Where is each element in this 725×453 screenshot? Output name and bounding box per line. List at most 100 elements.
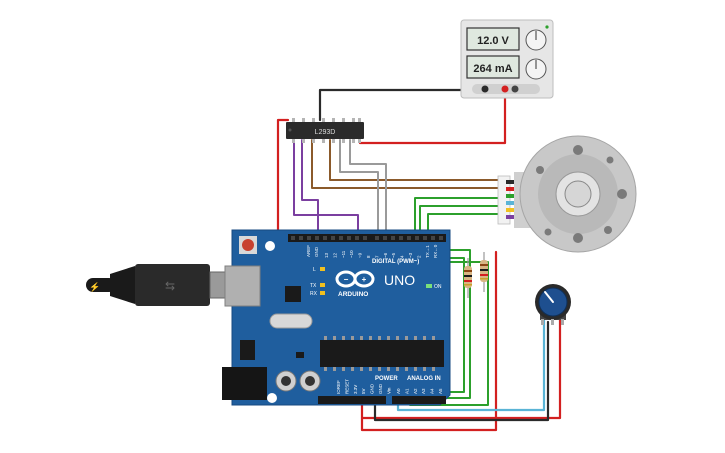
motor-shaft: [564, 180, 592, 208]
digital-pin-label: TX→1: [425, 245, 430, 258]
power-pin-label: GND: [370, 383, 375, 394]
terminal-positive[interactable]: [501, 85, 509, 93]
wire-supply-gnd[interactable]: [318, 88, 487, 122]
mount-hole-3: [573, 233, 583, 243]
current-display-box: [466, 55, 520, 79]
led-tx-label: TX: [310, 283, 317, 289]
digital-pin-label: ~10: [349, 250, 354, 258]
svg-text:+: +: [362, 275, 367, 284]
usb-icon: ⇆: [165, 279, 175, 293]
power-pin-label: RESET: [344, 379, 349, 394]
wire-green-b[interactable]: [419, 205, 501, 237]
wire-gray-a[interactable]: [339, 139, 379, 237]
wire-brown-b[interactable]: [329, 139, 501, 181]
board-hole-1: [265, 241, 275, 251]
svg-text:−: −: [344, 275, 349, 284]
analog-pin-label: A5: [438, 388, 443, 394]
power-pin-label: IOREF: [336, 380, 341, 394]
potentiometer[interactable]: [535, 284, 571, 325]
usb-cable: ⇆ ⚡: [86, 264, 233, 306]
atmega-chip: [320, 340, 444, 367]
model-text: UNO: [384, 272, 415, 288]
led-tx: [320, 283, 325, 287]
digital-pin-label: 8: [366, 255, 371, 258]
mount-hole-6: [544, 228, 552, 236]
analog-pin-label: A2: [413, 388, 418, 394]
digital-header-holes: [291, 236, 443, 240]
power-label: POWER: [375, 376, 398, 382]
power-header: [318, 396, 386, 404]
usb-cable-wire: [86, 278, 116, 292]
led-l-label: L: [313, 267, 316, 273]
digital-pin-label: 2: [416, 255, 421, 258]
logo-text: ARDUINO: [338, 291, 368, 298]
chip-pins-bottom: [292, 138, 361, 143]
usb-lightning-icon: ⚡: [89, 281, 100, 293]
wire-pot-vcc[interactable]: [360, 310, 562, 420]
usb-controller-chip: [285, 286, 301, 302]
voltage-display-box: [466, 27, 520, 51]
power-jack[interactable]: [222, 367, 267, 400]
usb-plug-body: [135, 264, 210, 306]
reset-button[interactable]: [242, 239, 254, 251]
wire-brown-a[interactable]: [311, 139, 501, 189]
digital-pin-label: ~3: [408, 252, 413, 258]
small-component: [296, 352, 304, 358]
wire-purple-b[interactable]: [301, 139, 319, 237]
digital-pin-label: 12: [332, 252, 337, 258]
terminal-negative[interactable]: [481, 85, 489, 93]
board-hole-3: [267, 393, 277, 403]
chip-label: L293D: [315, 129, 336, 136]
digital-pin-label: RX←0: [433, 244, 438, 258]
power-supply: 12.0 V 264 mA: [460, 19, 554, 99]
l293d-chip: L293D: [286, 118, 364, 143]
board-hole-2: [438, 241, 448, 251]
power-led: [545, 25, 549, 29]
encoder-motor[interactable]: [497, 135, 637, 253]
led-l: [320, 267, 325, 271]
analog-pin-label: A0: [396, 388, 401, 394]
arduino-logo: − +: [335, 270, 375, 288]
digital-pin-label: ~9: [358, 252, 363, 258]
resistor-2[interactable]: [480, 252, 488, 292]
crystal: [269, 313, 313, 329]
power-pin-label: GND: [378, 383, 383, 394]
current-display: 264 mA: [473, 63, 512, 75]
digital-pin-label: 13: [324, 252, 329, 258]
digital-pin-label: ~5: [391, 252, 396, 258]
led-rx: [320, 291, 325, 295]
terminal-ground[interactable]: [511, 85, 519, 93]
wire-pot-gnd[interactable]: [373, 320, 550, 422]
wire-gray-b[interactable]: [349, 139, 387, 237]
mount-hole-4: [536, 166, 544, 174]
wire-green-a[interactable]: [414, 197, 501, 237]
on-led-label: ON: [434, 284, 442, 290]
analog-header: [392, 396, 446, 404]
power-pin-label: Vin: [386, 387, 391, 394]
usb-plug-strain: [110, 266, 135, 304]
digital-pin-label: 7: [374, 255, 379, 258]
wire-purple-a[interactable]: [293, 139, 359, 237]
analog-pin-label: A3: [421, 388, 426, 394]
digital-header-label: DIGITAL (PWM~): [372, 259, 419, 265]
digital-pin-label: ~6: [383, 252, 388, 258]
mount-hole-2: [617, 189, 627, 199]
on-led: [426, 284, 432, 288]
voltage-regulator: [240, 340, 255, 360]
pot-indicator: [544, 291, 554, 303]
chip-body[interactable]: [286, 122, 364, 139]
mount-hole-5: [604, 226, 612, 234]
resistor-1[interactable]: [464, 258, 472, 298]
gnd-label: GND: [314, 246, 319, 257]
chip-pins-top: [292, 118, 361, 123]
usb-jack[interactable]: [224, 265, 261, 307]
analog-label: ANALOG IN: [407, 376, 441, 382]
mount-hole-1: [573, 145, 583, 155]
digital-pin-label: ~11: [341, 250, 346, 258]
wire-supply-vcc[interactable]: [358, 88, 507, 145]
